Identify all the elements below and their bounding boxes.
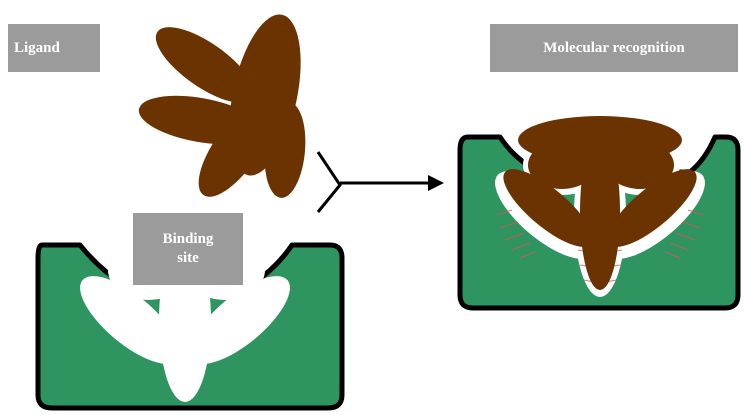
bound-complex [460,116,738,308]
binding-site-label-line1: Binding [163,230,214,249]
binding-site-label: Binding site [133,213,243,285]
binding-site-label-line2: site [163,249,214,268]
ligand-label-text: Ligand [14,39,60,58]
reaction-arrow [318,152,432,212]
arrow-head [428,175,444,191]
free-ligand-shape [135,8,313,208]
molecular-recognition-label: Molecular recognition [490,24,738,72]
molecular-recognition-label-text: Molecular recognition [543,39,685,58]
ligand-label: Ligand [8,24,100,72]
